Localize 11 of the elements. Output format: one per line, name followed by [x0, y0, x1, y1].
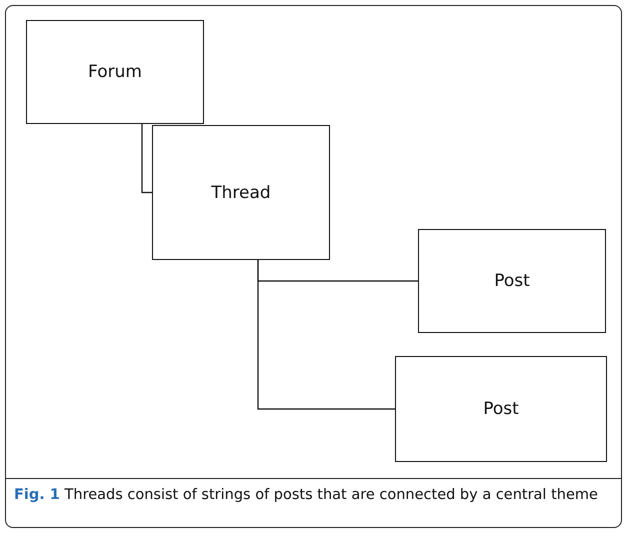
process-box [418, 229, 606, 333]
process-box [152, 125, 330, 260]
process-box [26, 20, 204, 124]
node-label: Forum [88, 62, 142, 82]
process-box [395, 356, 607, 462]
connector-line [141, 124, 152, 194]
connector-line [257, 260, 395, 410]
node-label: Post [494, 271, 530, 291]
node-label: Thread [211, 182, 271, 202]
node-label: Post [483, 399, 519, 419]
figure-caption: Fig. 1 Threads consist of strings of posts that are connected by a central theme [14, 486, 599, 505]
